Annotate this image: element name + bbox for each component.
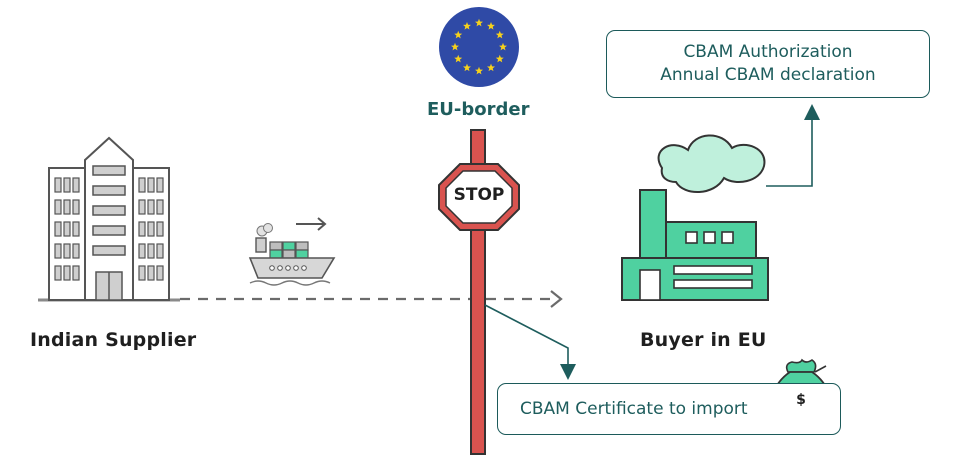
eu-star-icon: [487, 22, 495, 30]
eu-star-icon: [499, 42, 507, 51]
eu-star-icon: [495, 54, 504, 63]
dollar-icon: $: [796, 392, 806, 408]
eu-flag-icon: [439, 7, 519, 87]
eu-star-icon: [495, 30, 504, 39]
eu-border-label: EU-border: [427, 99, 530, 120]
annual-declaration-text: Annual CBAM declaration: [660, 65, 876, 85]
eu-star-icon: [463, 22, 471, 30]
supplier-label: Indian Supplier: [30, 329, 197, 351]
cbam-authorization-text: CBAM Authorization: [683, 42, 853, 62]
eu-star-icon: [454, 30, 463, 39]
eu-star-icon: [454, 54, 463, 63]
certificate-text: CBAM Certificate to import: [520, 399, 748, 419]
obligations-box: CBAM Authorization Annual CBAM declarati…: [606, 30, 930, 98]
office-building-icon: [48, 136, 170, 301]
stop-sign-text: STOP: [453, 185, 505, 205]
eu-star-icon: [475, 18, 483, 27]
eu-star-icon: [463, 63, 471, 72]
buyer-label: Buyer in EU: [640, 329, 767, 351]
factory-icon: [621, 134, 769, 301]
obligations-connector-arrow: [766, 104, 820, 187]
eu-star-icon: [487, 63, 495, 72]
stop-sign-icon: [438, 163, 520, 231]
cargo-ship-icon: [248, 217, 336, 286]
eu-star-icon: [475, 66, 483, 75]
certificate-connector-arrow: [484, 304, 576, 380]
certificate-box: CBAM Certificate to import: [497, 383, 841, 435]
shipping-route-arrow: [180, 290, 563, 308]
eu-star-icon: [451, 42, 459, 51]
